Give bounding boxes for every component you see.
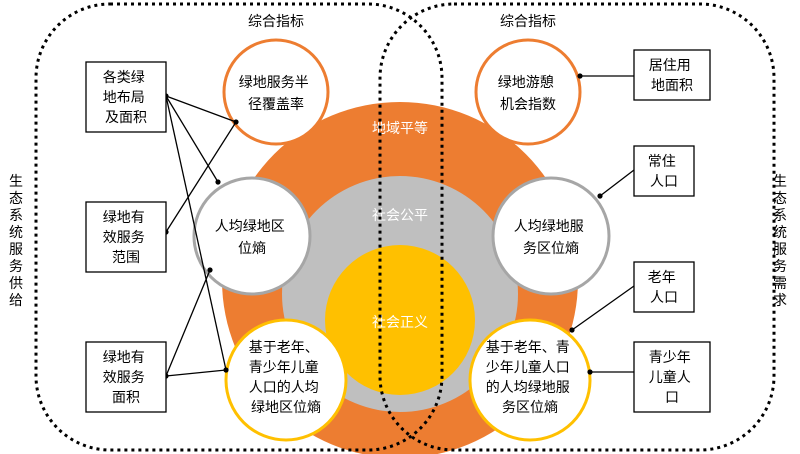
input-text-youth-pop: 青少年 儿童人 口 [649, 350, 695, 406]
side-label-char: 求 [773, 293, 787, 309]
input-text-resident-pop: 常住 人口 [648, 154, 680, 190]
side-label-char: 给 [9, 293, 23, 309]
side-label-char: 统 [9, 225, 23, 241]
side-label-char: 态 [773, 191, 787, 207]
side-label-char: 系 [9, 208, 23, 224]
side-label-char: 供 [9, 276, 23, 292]
side-label-char: 需 [773, 276, 787, 292]
input-text-elderly-pop: 老年 人口 [648, 270, 680, 306]
left-header: 综合指标 [248, 14, 304, 30]
side-label-char: 统 [773, 225, 787, 241]
input-box-layout-area [85, 61, 167, 133]
side-label-char: 服 [773, 242, 787, 258]
band-label-middle: 社会公平 [372, 208, 428, 224]
indicator-text-top-right: 绿地游憩 机会指数 [498, 74, 558, 113]
indicator-text-bottom-left: 基于老年、 青少年儿童 人口的人均 绿地区位熵 [249, 339, 323, 416]
side-label-char: 系 [773, 208, 787, 224]
right-header: 综合指标 [500, 14, 556, 30]
indicator-text-mid-left: 人均绿地区 位熵 [215, 219, 289, 257]
input-box-residential-area [633, 49, 711, 101]
side-label-char: 生 [773, 174, 787, 190]
input-text-residential-area: 居住用 地面积 [649, 58, 695, 94]
band-label-inner: 社会正义 [372, 315, 428, 331]
indicator-circle-bottom-left [224, 318, 348, 442]
input-box-service-area [85, 341, 167, 413]
supply-dashed-region [34, 2, 444, 452]
indicator-circle-top-right [474, 38, 582, 146]
input-text-service-area: 绿地有 效服务 面积 [103, 350, 149, 406]
side-label-char: 务 [773, 259, 787, 275]
side-label-char: 态 [9, 191, 23, 207]
band-label-outer: 地域平等 [372, 120, 428, 137]
side-label-char: 务 [9, 259, 23, 275]
indicator-circle-mid-right [491, 176, 611, 296]
indicator-circle-top-left [222, 38, 330, 146]
inner-circle-social-justice [325, 245, 475, 395]
input-box-resident-pop [633, 145, 695, 197]
input-text-service-range: 绿地有 效服务 范围 [103, 210, 149, 266]
indicator-text-bottom-right: 基于老年、青 少年儿童人口 的人均绿地服 务区位熵 [486, 339, 574, 416]
side-label-char: 生 [9, 174, 23, 190]
indicator-text-top-left: 绿地服务半 径覆盖率 [239, 75, 313, 113]
indicator-circle-mid-left [192, 176, 312, 296]
demand-dashed-region [378, 2, 776, 452]
input-box-elderly-pop [633, 261, 695, 313]
input-box-service-range [85, 201, 167, 273]
side-label-char: 服 [9, 242, 23, 258]
indicator-text-mid-right: 人均绿地服 务区位熵 [514, 219, 588, 257]
connectors [165, 75, 635, 377]
input-text-layout-area: 各类绿 地布局 及面积 [103, 70, 149, 126]
indicator-circle-bottom-right [468, 318, 592, 442]
input-box-youth-pop [633, 341, 711, 413]
